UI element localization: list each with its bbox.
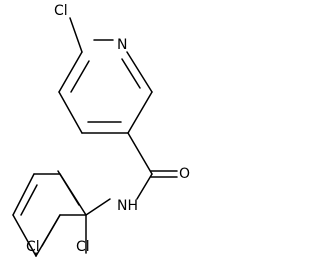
atom-label-nh: NH [117,198,138,214]
bond [57,170,80,206]
bond [121,58,141,89]
pyridine-ring [58,39,153,134]
amide-group [127,132,178,200]
bond [127,132,153,175]
chemical-structure: Cl N O NH Cl Cl [12,3,190,257]
bond [12,214,37,257]
atom-label-n: N [117,37,127,53]
bond [70,60,90,93]
bond [85,198,111,216]
bond [41,214,61,247]
atom-label-cl-bottom-left: Cl [26,239,40,255]
bond [12,173,35,216]
atom-label-cl-top: Cl [54,3,68,19]
bond [136,173,153,200]
phenyl-ring [12,170,111,257]
bond-to-chlorine [69,17,83,53]
atom-label-cl-bottom-right: Cl [76,239,90,255]
atom-label-o: O [179,166,190,182]
bond [20,184,38,216]
bond [127,91,153,134]
bond [58,51,83,93]
bond [126,51,153,93]
bond [58,91,83,134]
